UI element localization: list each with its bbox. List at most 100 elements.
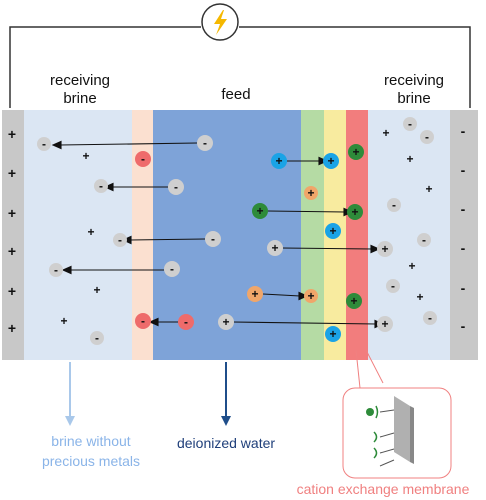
svg-text:-: - bbox=[170, 262, 174, 276]
electrode-minus-sign: - bbox=[461, 240, 466, 256]
anion: - bbox=[168, 179, 184, 195]
cation-plus: + bbox=[416, 290, 423, 304]
anion: - bbox=[37, 137, 51, 151]
output-brine-label: brine without bbox=[51, 433, 130, 449]
svg-text:+: + bbox=[256, 204, 263, 218]
svg-text:+: + bbox=[351, 205, 358, 219]
svg-text:-: - bbox=[428, 311, 432, 325]
svg-text:-: - bbox=[141, 152, 145, 166]
cation: + bbox=[267, 240, 283, 256]
svg-text:+: + bbox=[381, 317, 388, 331]
left-brine-compartment bbox=[24, 110, 132, 360]
svg-text:+: + bbox=[271, 241, 278, 255]
svg-text:+: + bbox=[350, 294, 357, 308]
cation: + bbox=[218, 314, 234, 330]
electrode-minus-sign: - bbox=[461, 123, 466, 139]
svg-text:-: - bbox=[422, 233, 426, 247]
cation-plus: + bbox=[425, 182, 432, 196]
outflow-left-arrow bbox=[65, 362, 75, 426]
feed-label: feed bbox=[221, 86, 250, 103]
anion: - bbox=[90, 331, 104, 345]
anion: - bbox=[417, 233, 431, 247]
svg-text:+: + bbox=[307, 186, 314, 200]
electrode-minus-sign: - bbox=[461, 162, 466, 178]
anion: - bbox=[423, 311, 437, 325]
power-source bbox=[201, 3, 239, 41]
blue-cation: + bbox=[325, 223, 341, 239]
svg-text:+: + bbox=[352, 145, 359, 159]
svg-text:-: - bbox=[408, 117, 412, 131]
electrode-plus-sign: + bbox=[8, 320, 16, 336]
svg-text:-: - bbox=[54, 263, 58, 277]
cation-plus: + bbox=[382, 126, 389, 140]
svg-text:-: - bbox=[118, 233, 122, 247]
svg-text:+: + bbox=[307, 289, 314, 303]
orange-cation: + bbox=[304, 289, 318, 303]
blue-cation: + bbox=[325, 326, 341, 342]
left-electrode bbox=[2, 110, 24, 360]
anion: - bbox=[386, 279, 400, 293]
orange-cation: + bbox=[304, 186, 318, 200]
outflow-mid-arrow bbox=[221, 362, 231, 426]
anion-exchange-membrane bbox=[132, 110, 153, 360]
anion: - bbox=[387, 198, 401, 212]
blue-cation: + bbox=[271, 153, 287, 169]
right-electrode bbox=[450, 110, 478, 360]
anion: - bbox=[164, 261, 180, 277]
red-anion: - bbox=[135, 151, 151, 167]
orange-cation: + bbox=[247, 286, 263, 302]
svg-text:-: - bbox=[392, 198, 396, 212]
electrode-minus-sign: - bbox=[461, 280, 466, 296]
svg-text:-: - bbox=[203, 136, 207, 150]
svg-text:-: - bbox=[141, 314, 145, 328]
svg-text:-: - bbox=[42, 137, 46, 151]
cation-exchange-membrane-label: cation exchange membrane bbox=[297, 481, 470, 497]
svg-text:-: - bbox=[391, 279, 395, 293]
cation-plus: + bbox=[60, 314, 67, 328]
lightning-bolt-icon bbox=[214, 10, 227, 35]
svg-text:+: + bbox=[327, 154, 334, 168]
anion: - bbox=[113, 233, 127, 247]
svg-text:+: + bbox=[329, 224, 336, 238]
electrode-plus-sign: + bbox=[8, 243, 16, 259]
anion: - bbox=[205, 231, 221, 247]
electrode-minus-sign: - bbox=[461, 318, 466, 334]
anion: - bbox=[403, 117, 417, 131]
electrode-plus-sign: + bbox=[8, 205, 16, 221]
svg-text:+: + bbox=[222, 315, 229, 329]
callout-line bbox=[365, 349, 384, 384]
anion: - bbox=[420, 130, 434, 144]
cation-plus: + bbox=[87, 225, 94, 239]
svg-text:+: + bbox=[251, 287, 258, 301]
right-brine-label: brine bbox=[397, 90, 430, 107]
cation-plus: + bbox=[93, 283, 100, 297]
ions: - - - - - - - - - - - - + + + + + + + + … bbox=[37, 117, 437, 345]
red-anion: - bbox=[135, 313, 151, 329]
svg-text:+: + bbox=[381, 242, 388, 256]
anion: - bbox=[197, 135, 213, 151]
callout-line bbox=[355, 349, 361, 389]
electrode-plus-sign: + bbox=[8, 283, 16, 299]
svg-text:+: + bbox=[329, 327, 336, 341]
left-brine-label: receiving bbox=[50, 72, 110, 89]
svg-text:-: - bbox=[425, 130, 429, 144]
svg-text:-: - bbox=[174, 180, 178, 194]
svg-text:+: + bbox=[275, 154, 282, 168]
membrane-detail-icon bbox=[366, 396, 414, 467]
electrode-plus-sign: + bbox=[8, 165, 16, 181]
electrode-plus-sign: + bbox=[8, 126, 16, 142]
green-cation: + bbox=[348, 144, 364, 160]
anion: - bbox=[94, 179, 108, 193]
anion: - bbox=[49, 263, 63, 277]
green-cation: + bbox=[252, 203, 268, 219]
green-cation: + bbox=[347, 204, 363, 220]
red-anion: - bbox=[178, 314, 194, 330]
svg-text:-: - bbox=[211, 232, 215, 246]
electrode-minus-sign: - bbox=[461, 201, 466, 217]
right-brine-label: receiving bbox=[384, 72, 444, 89]
cation: + bbox=[377, 241, 393, 257]
cation: + bbox=[377, 316, 393, 332]
left-brine-label: brine bbox=[63, 90, 96, 107]
output-brine-label: precious metals bbox=[42, 453, 140, 469]
